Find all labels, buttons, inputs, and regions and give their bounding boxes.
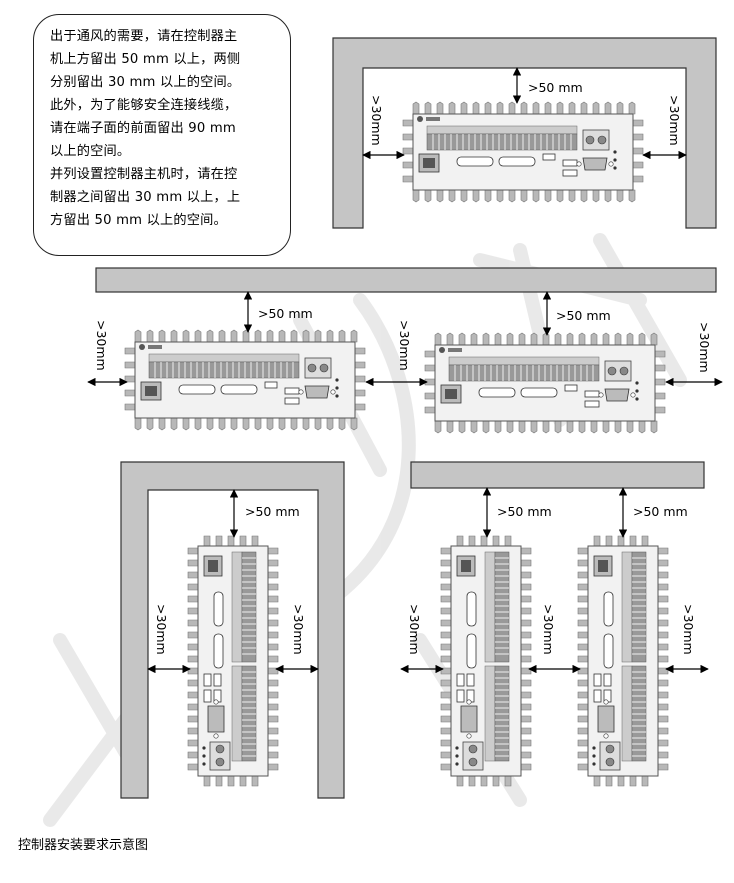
enclosure-cabinet [332, 37, 717, 229]
controller-unit [440, 535, 532, 787]
left-clearance-label: >30mm [154, 604, 169, 655]
right-clearance-label: >30mm [697, 322, 712, 373]
left-clearance-label: >30mm [369, 95, 384, 146]
left-clearance-label: >30mm [407, 604, 422, 655]
controller-unit [424, 332, 666, 434]
scenario-enclosed-vertical: >50 mm >30mm >30mm [120, 461, 345, 799]
note-line: 制器之间留出 30 mm 以上，上 [50, 190, 241, 205]
note-line: 分别留出 30 mm 以上的空间。 [50, 75, 241, 90]
note-line: 以上的空间。 [50, 144, 131, 159]
controller-unit [187, 535, 279, 787]
instruction-note: 出于通风的需要，请在控制器主 机上方留出 50 mm 以上，两侧 分别留出 30… [33, 14, 291, 256]
note-line: 机上方留出 50 mm 以上，两侧 [50, 52, 241, 67]
top-clearance-label: >50 mm [528, 80, 583, 95]
figure-caption: 控制器安装要求示意图 [18, 838, 149, 853]
top-clearance-label: >50 mm [245, 504, 300, 519]
right-clearance-label: >30mm [291, 604, 306, 655]
top-panel [95, 267, 717, 293]
note-line: 方留出 50 mm 以上的空间。 [50, 213, 227, 228]
note-line: 此外，为了能够安全连接线缆， [50, 98, 238, 113]
note-line: 出于通风的需要，请在控制器主 [50, 29, 238, 44]
top-clearance-label: >50 mm [633, 504, 688, 519]
scenario-enclosed-horizontal: >50 mm >30mm >30mm [332, 37, 717, 229]
right-clearance-label: >30mm [667, 95, 682, 146]
scenario-side-by-side-horizontal: >50 mm >50 mm >30mm >30mm >30mm [87, 267, 723, 434]
left-clearance-label: >30mm [94, 320, 109, 371]
controller-unit [124, 329, 366, 431]
between-clearance-label: >30mm [541, 604, 556, 655]
enclosure-cabinet [120, 461, 345, 799]
scenario-side-by-side-vertical: >50 mm >50 mm >30mm >30mm >30mm [400, 461, 709, 787]
top-clearance-label: >50 mm [258, 306, 313, 321]
right-clearance-label: >30mm [681, 604, 696, 655]
top-clearance-label: >50 mm [497, 504, 552, 519]
controller-unit [577, 535, 669, 787]
note-line: 请在端子面的前面留出 90 mm [50, 121, 236, 136]
top-clearance-label: >50 mm [556, 308, 611, 323]
controller-unit [402, 101, 644, 203]
top-panel [410, 461, 705, 489]
between-clearance-label: >30mm [397, 320, 412, 371]
note-line: 并列设置控制器主机时，请在控 [50, 167, 238, 182]
